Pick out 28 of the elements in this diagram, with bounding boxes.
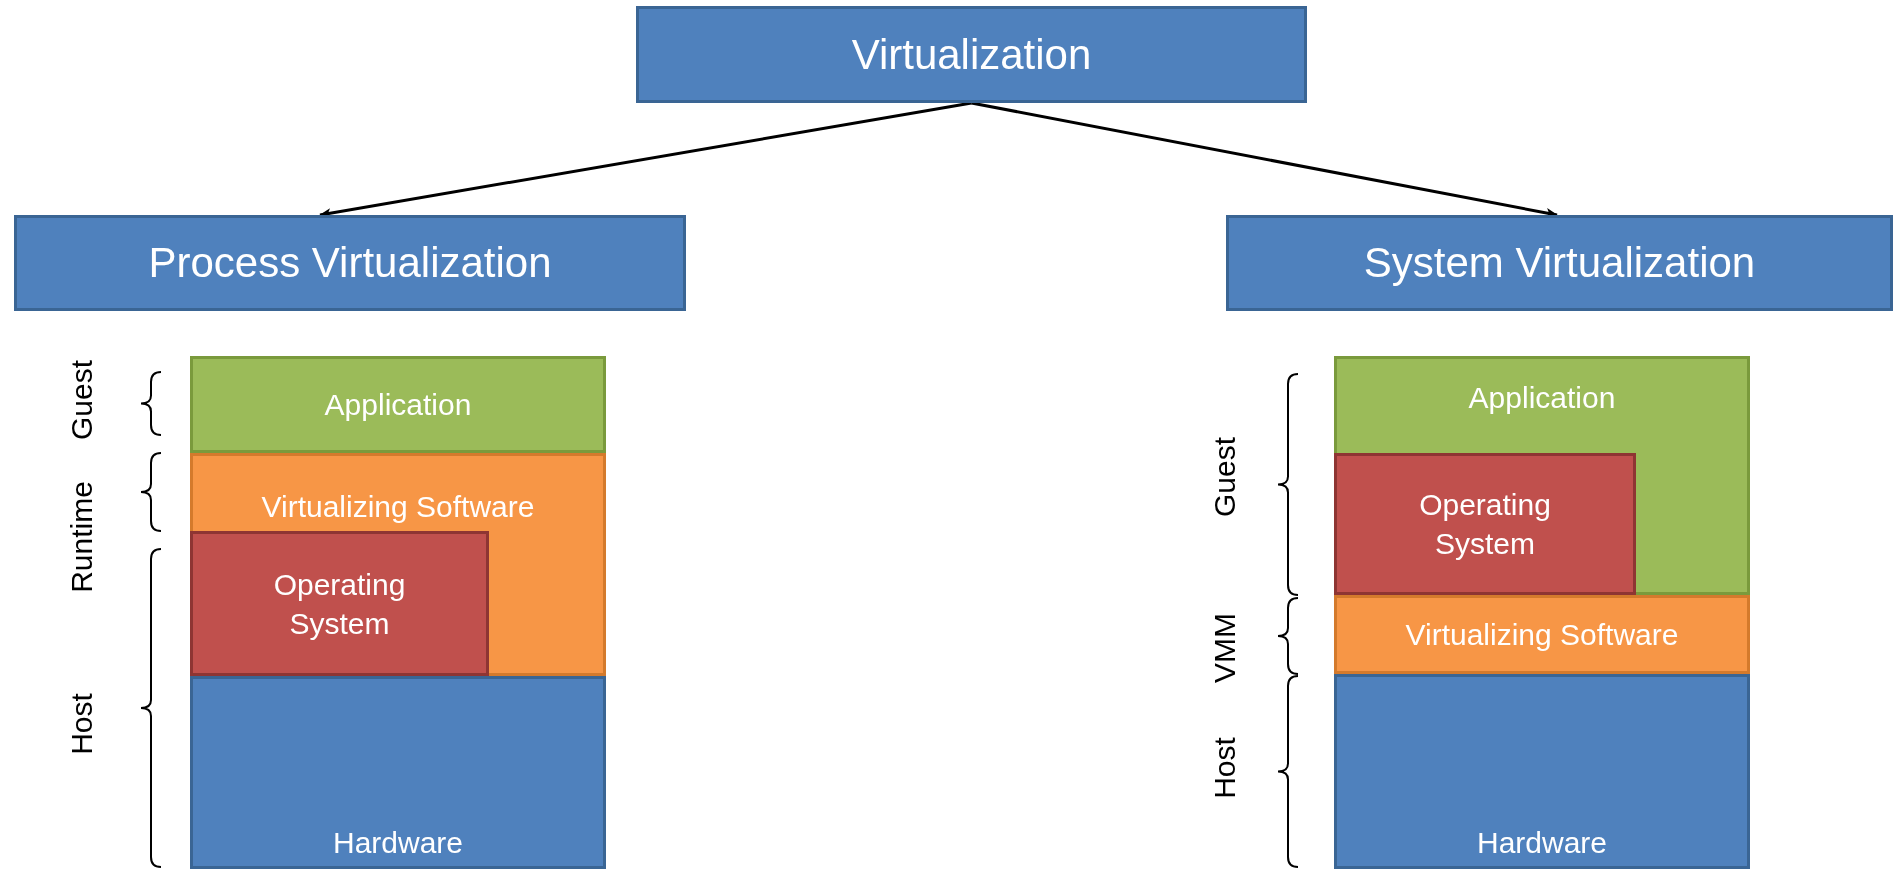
layer-label: Hardware xyxy=(1476,826,1608,860)
layer-group-label: Host xyxy=(1207,737,1242,799)
layer-block xyxy=(1334,674,1750,869)
layer-label: Application xyxy=(1468,381,1616,415)
layer-group-label: Host xyxy=(64,693,99,755)
category-box xyxy=(1226,215,1893,311)
layer-label: Application xyxy=(324,387,472,422)
layer-block xyxy=(190,356,606,453)
layer-block xyxy=(190,531,489,676)
layer-label: Virtualizing Software xyxy=(261,490,535,524)
layer-block xyxy=(190,676,606,869)
layer-label: Hardware xyxy=(332,826,464,860)
layer-label: Virtualizing Software xyxy=(1405,617,1679,652)
layer-block xyxy=(190,453,606,676)
layer-group-label: VMM xyxy=(1208,613,1242,683)
layer-label: System Virtualization xyxy=(1363,239,1756,287)
category-box xyxy=(14,215,686,311)
layer-group-label: Guest xyxy=(1208,437,1242,517)
layer-block xyxy=(1334,453,1636,595)
layer-block xyxy=(1334,595,1750,674)
layer-group-label: Guest xyxy=(65,360,99,440)
layer-block xyxy=(1334,356,1750,595)
layer-label: Operating System xyxy=(272,566,407,642)
layer-group-label: Runtime xyxy=(64,481,99,593)
layer-label: Virtualization xyxy=(851,30,1092,79)
layer-label: Process Virtualization xyxy=(148,239,552,287)
layer-label: Operating System xyxy=(1418,487,1552,562)
title-box xyxy=(636,6,1307,103)
